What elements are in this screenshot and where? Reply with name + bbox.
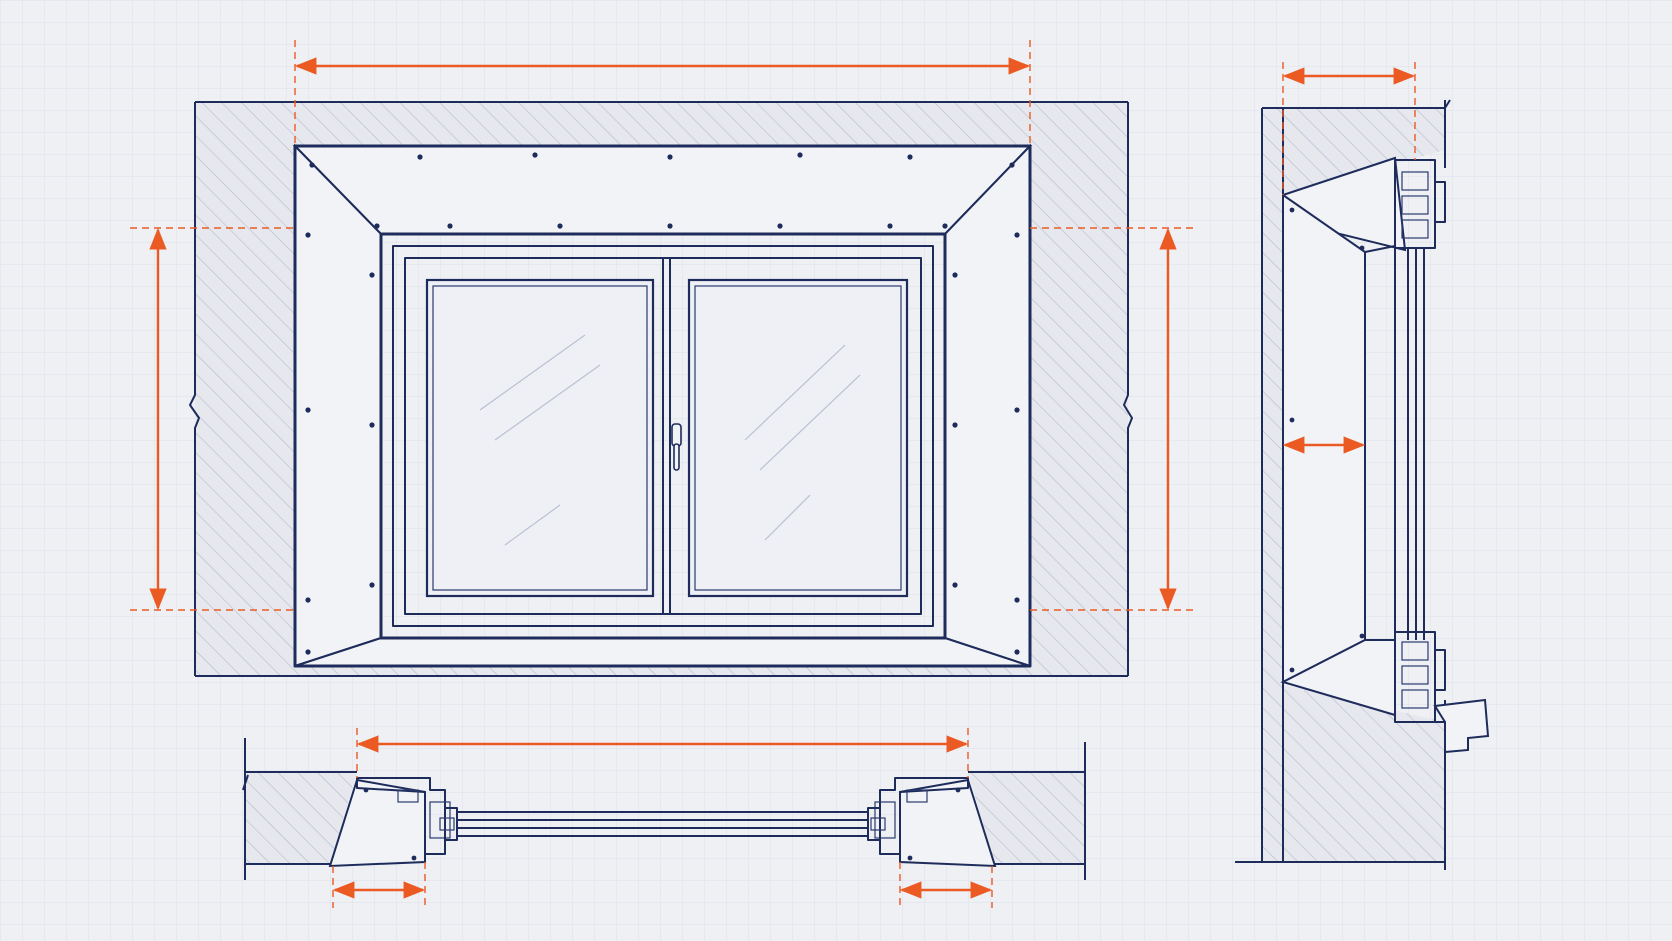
dimension-opening-height-right bbox=[1030, 227, 1195, 611]
inner-frame bbox=[392, 245, 934, 627]
window-frame bbox=[379, 232, 947, 640]
screw-set-front bbox=[305, 152, 1020, 655]
dimension-top-depth bbox=[1282, 62, 1416, 195]
right-glass-pane bbox=[687, 278, 909, 598]
wall-outline bbox=[189, 101, 1133, 677]
front-elevation bbox=[130, 40, 1195, 677]
vertical-section bbox=[1235, 62, 1490, 870]
opening-edge bbox=[293, 144, 1032, 668]
reveal-lining bbox=[292, 143, 1033, 668]
dimension-opening-height-left bbox=[130, 227, 295, 611]
dimension-opening-width bbox=[356, 728, 969, 778]
wall-section-front bbox=[195, 102, 1128, 676]
reveal-left bbox=[294, 143, 382, 668]
wall-section-vertical-left bbox=[1262, 108, 1283, 862]
horizontal-section bbox=[242, 728, 1086, 908]
outer-frame bbox=[379, 232, 947, 640]
section-glazing bbox=[1407, 248, 1425, 640]
wall-section-horizontal-right bbox=[968, 772, 1085, 864]
screw-set-section bbox=[1289, 207, 1365, 673]
horizontal-glazing bbox=[439, 811, 886, 837]
reveal-top bbox=[292, 145, 1033, 235]
dimension-left-reveal bbox=[332, 862, 426, 908]
dimension-right-reveal bbox=[899, 862, 993, 908]
left-glass-pane bbox=[425, 278, 655, 598]
reveal-bottom bbox=[294, 637, 1031, 667]
wall-section-horizontal-left bbox=[245, 772, 357, 864]
reveal-right bbox=[944, 143, 1031, 668]
screw-set-horizontal bbox=[363, 787, 961, 861]
left-frame-profile bbox=[356, 777, 458, 855]
dimension-overall-width bbox=[294, 40, 1031, 146]
lever-handle-icon bbox=[671, 423, 682, 471]
section-reveal-panel bbox=[1282, 193, 1366, 684]
left-sash bbox=[425, 278, 655, 598]
right-sash bbox=[687, 278, 909, 598]
right-frame-profile bbox=[867, 777, 969, 855]
